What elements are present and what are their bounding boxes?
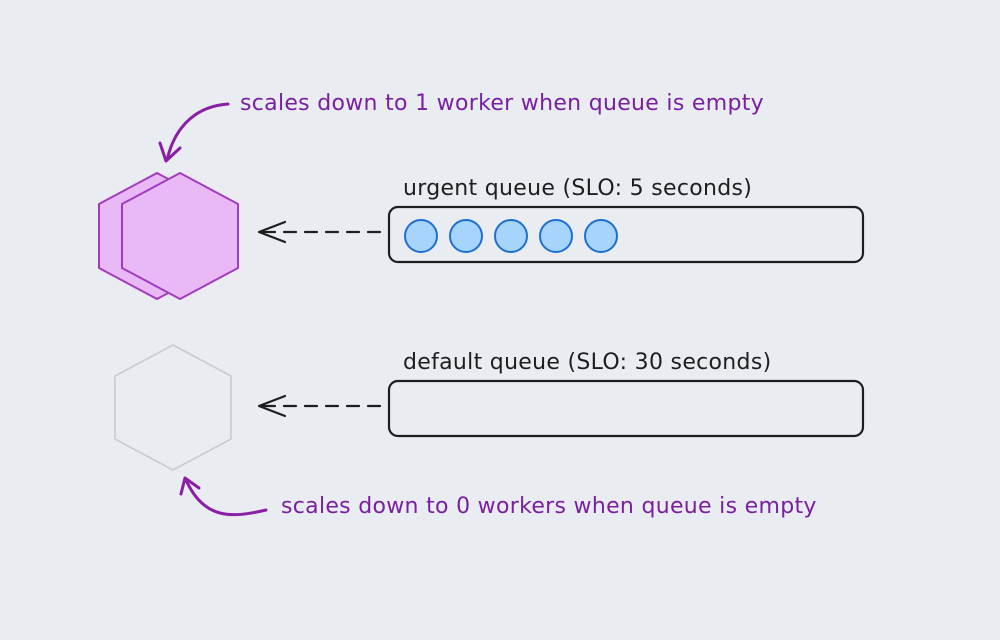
urgent-queue-box: [387, 205, 865, 264]
bottom-annotation-arrowhead-icon: [179, 476, 201, 496]
urgent-worker-hexagon-front: [121, 172, 239, 300]
urgent-queue-message: [584, 219, 618, 253]
top-annotation-arrowhead-icon: [158, 141, 182, 163]
urgent-worker-group: [98, 172, 239, 300]
urgent-queue-messages: [404, 219, 618, 253]
bottom-annotation-text: scales down to 0 workers when queue is e…: [281, 494, 817, 519]
top-annotation-arrow: [165, 102, 230, 162]
top-annotation-text: scales down to 1 worker when queue is em…: [240, 91, 764, 116]
urgent-queue-message: [539, 219, 573, 253]
urgent-queue-arrowhead-icon: [257, 220, 287, 244]
default-worker-hexagon-inactive: [114, 344, 232, 471]
urgent-queue-message: [494, 219, 528, 253]
bottom-annotation-arrow: [184, 478, 268, 517]
urgent-queue-message: [449, 219, 483, 253]
urgent-queue-message: [404, 219, 438, 253]
default-queue-label: default queue (SLO: 30 seconds): [403, 350, 771, 375]
urgent-queue-label: urgent queue (SLO: 5 seconds): [403, 176, 752, 201]
default-queue-arrowhead-icon: [257, 394, 287, 418]
default-queue-box: [387, 379, 865, 438]
